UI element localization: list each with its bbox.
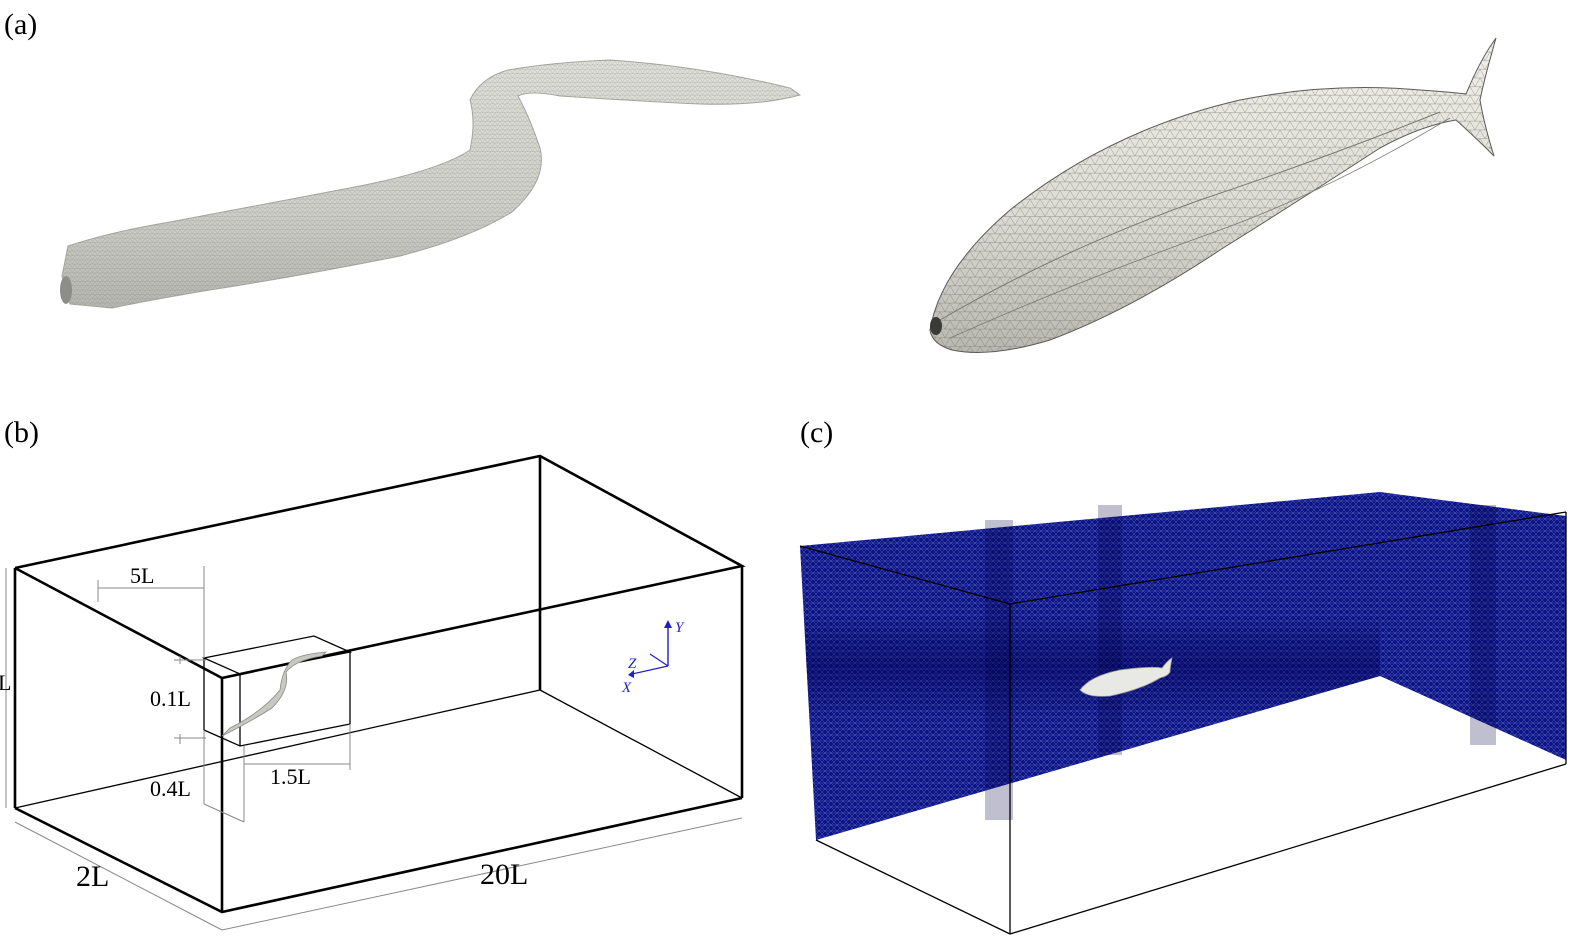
eel-model-small [221, 651, 328, 737]
axis-label-y: Y [675, 620, 685, 636]
axis-label-z: Z [628, 656, 637, 672]
mesh-plane-back [800, 492, 1566, 840]
eel-mesh-model [60, 59, 802, 309]
domain-box [13, 454, 746, 914]
dim-label-2l: 2L [76, 860, 109, 893]
fish-mesh-model [929, 37, 1497, 353]
panel-c: (c) [799, 416, 1567, 935]
axis-triad: Y Z X [621, 620, 685, 696]
refinement-box [201, 635, 353, 747]
panel-a-label: (a) [4, 8, 37, 41]
dim-label-0-1l: 0.1L [150, 686, 191, 711]
dim-label-5l: 5L [130, 563, 154, 588]
fish-model-small [1079, 657, 1173, 697]
panel-c-label: (c) [800, 416, 833, 449]
panel-b-label: (b) [4, 416, 39, 449]
dimension-lines [5, 566, 743, 931]
panel-a: (a) [4, 8, 1497, 353]
panel-b: (b) [0, 416, 746, 931]
dim-label-l: L [0, 670, 11, 695]
dim-label-0-4l: 0.4L [150, 776, 191, 801]
domain-wireframe [799, 511, 1567, 935]
dim-label-1-5l: 1.5L [270, 764, 311, 789]
axis-label-x: X [621, 680, 632, 696]
dim-label-20l: 20L [480, 858, 528, 891]
